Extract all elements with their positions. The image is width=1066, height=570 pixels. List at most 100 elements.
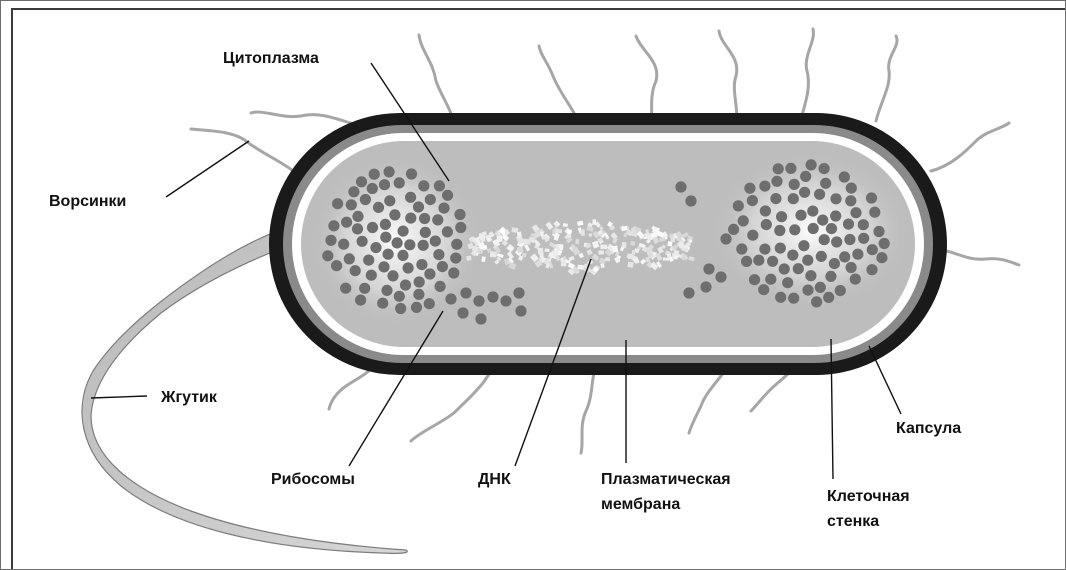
- label-ribosomes: Рибосомы: [271, 471, 355, 488]
- ribosome: [744, 183, 755, 194]
- ribosome: [773, 163, 784, 174]
- ribosome: [454, 209, 465, 220]
- ribosome: [360, 194, 371, 205]
- ribosome: [325, 235, 336, 246]
- ribosome: [683, 287, 694, 298]
- ribosome: [835, 285, 846, 296]
- ribosome: [445, 293, 456, 304]
- ribosome: [823, 292, 834, 303]
- ribosome: [406, 168, 417, 179]
- ribosome: [400, 280, 411, 291]
- label-cytoplasm: Цитоплазма: [223, 50, 319, 67]
- ribosome: [858, 233, 869, 244]
- ribosome: [869, 207, 880, 218]
- dna-fragment: [538, 248, 544, 254]
- ribosome: [846, 183, 857, 194]
- dna-fragment: [517, 246, 524, 253]
- dna-fragment: [466, 256, 471, 261]
- ribosome: [811, 296, 822, 307]
- ribosome: [817, 215, 828, 226]
- label-pili: Ворсинки: [49, 193, 126, 210]
- ribosome: [787, 250, 798, 261]
- ribosome: [798, 240, 809, 251]
- dna-fragment: [490, 253, 496, 258]
- ribosome: [747, 230, 758, 241]
- ribosome: [789, 224, 800, 235]
- ribosome: [450, 253, 461, 264]
- ribosome: [866, 192, 877, 203]
- ribosome: [513, 287, 524, 298]
- ribosome: [826, 223, 837, 234]
- ribosome: [774, 225, 785, 236]
- ribosome: [700, 281, 711, 292]
- ribosome: [418, 180, 429, 191]
- label-cell-wall-line1: Клеточная: [827, 488, 910, 505]
- ribosome: [384, 166, 395, 177]
- ribosome: [350, 265, 361, 276]
- ribosome: [829, 258, 840, 269]
- ribosome: [728, 224, 739, 235]
- ribosome: [758, 284, 769, 295]
- ribosome: [397, 250, 408, 261]
- ribosome: [455, 222, 466, 233]
- dna-fragment: [598, 250, 604, 254]
- ribosome: [433, 249, 444, 260]
- ribosome: [788, 193, 799, 204]
- ribosome: [475, 313, 486, 324]
- ribosome: [448, 267, 459, 278]
- ribosome: [438, 203, 449, 214]
- label-flagellum: Жгутик: [160, 389, 218, 406]
- ribosome: [830, 210, 841, 221]
- ribosome: [424, 298, 435, 309]
- ribosome: [765, 274, 776, 285]
- label-capsule: Капсула: [896, 420, 961, 437]
- ribosome: [398, 226, 409, 237]
- ribosome: [322, 250, 333, 261]
- ribosome: [675, 181, 686, 192]
- ribosome: [395, 303, 406, 314]
- ribosome: [685, 195, 696, 206]
- ribosome: [795, 210, 806, 221]
- ribosome: [785, 163, 796, 174]
- dna-fragment: [605, 257, 610, 261]
- ribosome: [815, 282, 826, 293]
- ribosome: [414, 276, 425, 287]
- ribosome: [404, 239, 415, 250]
- ribosome: [852, 249, 863, 260]
- ribosome: [383, 249, 394, 260]
- ribosome: [363, 255, 374, 266]
- ribosome: [357, 236, 368, 247]
- ribosome: [328, 220, 339, 231]
- ribosome: [846, 262, 857, 273]
- ribosome: [736, 243, 747, 254]
- dna-fragment: [577, 265, 584, 270]
- ribosome: [867, 244, 878, 255]
- ribosome: [367, 222, 378, 233]
- ribosome: [457, 307, 468, 318]
- ribosome: [844, 234, 855, 245]
- ribosome: [808, 223, 819, 234]
- dna-fragment: [575, 239, 579, 244]
- ribosome: [839, 251, 850, 262]
- ribosome: [830, 193, 841, 204]
- ribosome: [866, 264, 877, 275]
- ribosome: [432, 214, 443, 225]
- ribosome: [738, 215, 749, 226]
- ribosome: [747, 195, 758, 206]
- ribosome: [805, 270, 816, 281]
- ribosome: [816, 251, 827, 262]
- ribosome: [515, 305, 526, 316]
- ribosome: [355, 295, 366, 306]
- ribosome: [776, 211, 787, 222]
- ribosome: [793, 263, 804, 274]
- dna-fragment: [630, 241, 635, 246]
- ribosome: [839, 171, 850, 182]
- dna-fragment: [589, 233, 592, 236]
- ribosome: [434, 180, 445, 191]
- ribosome: [782, 277, 793, 288]
- ribosome: [879, 238, 890, 249]
- ribosome: [814, 189, 825, 200]
- ribosome: [413, 201, 424, 212]
- ribosome: [843, 219, 854, 230]
